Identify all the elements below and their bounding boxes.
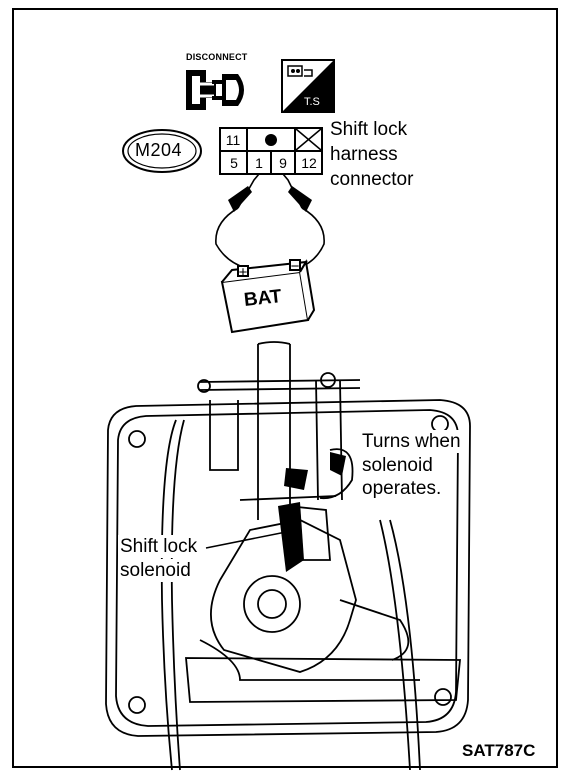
solenoid-label-line1: Shift lock [118,535,200,558]
turns-label-line2: solenoid [360,454,435,477]
solenoid-pointer [205,531,287,549]
pin-5: 5 [230,155,238,171]
battery [220,259,316,334]
figure-code: SAT787C [462,741,536,760]
turns-label-line1: Turns when [360,430,463,453]
pin-11: 11 [225,132,241,148]
connector-id-oval [122,129,202,173]
battery-plus: + [238,264,248,281]
pin-9: 9 [279,155,287,171]
ts-label: T.S [304,96,320,108]
pin-12: 12 [301,155,317,171]
connector-id: M204 [135,140,183,160]
solenoid-label-line2: solenoid [118,559,193,582]
turns-label-line3: operates. [360,477,444,500]
connector-label-line3: connector [330,169,414,190]
disconnect-label: DISCONNECT [186,52,248,62]
battery-label: BAT [242,286,283,311]
connector-label-line2: harness [330,144,398,165]
shifter-mechanism [105,341,471,771]
pin-1: 1 [255,155,263,171]
disconnect-icon [186,70,244,110]
battery-minus: − [290,258,300,275]
ts-icon [281,59,335,113]
test-leads [215,173,325,269]
connector-label-line1: Shift lock [330,119,408,140]
connector-guide-dot [265,134,277,146]
mechanism-shading [278,452,346,572]
